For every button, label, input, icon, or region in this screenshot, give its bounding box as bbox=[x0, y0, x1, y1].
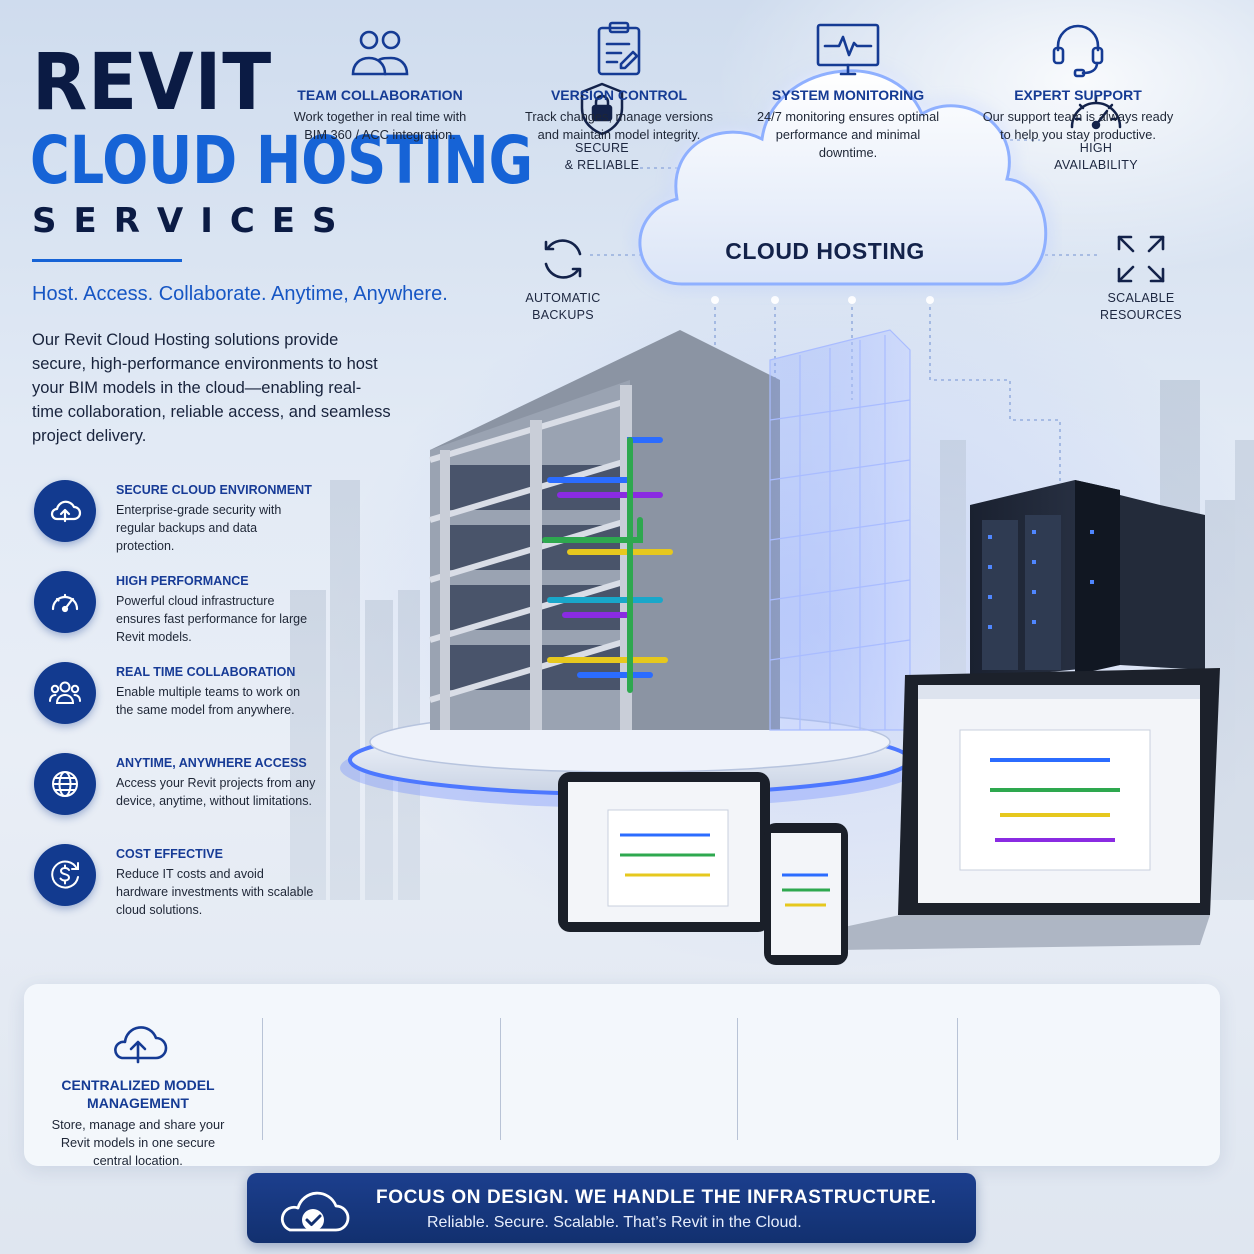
title-divider bbox=[32, 259, 182, 262]
cloud-check-icon bbox=[272, 1182, 354, 1243]
feature-title: ANYTIME, ANYWHERE ACCESS bbox=[116, 756, 307, 770]
bottom-feature-version: VERSION CONTROL Track changes, manage ve… bbox=[520, 0, 718, 182]
feature-desc: Access your Revit projects from any devi… bbox=[116, 776, 316, 808]
intro-paragraph: Our Revit Cloud Hosting solutions provid… bbox=[32, 331, 391, 445]
bottom-feature-centralized: CENTRALIZED MODEL MANAGEMENT Store, mana… bbox=[40, 990, 236, 1172]
divider bbox=[737, 1018, 738, 1140]
title-services: SERVICES bbox=[32, 201, 354, 241]
feature-list: SECURE CLOUD ENVIRONMENT Enterprise-grad… bbox=[34, 478, 354, 933]
banner-headline: FOCUS ON DESIGN. WE HANDLE THE INFRASTRU… bbox=[376, 1187, 937, 1208]
tablet-device bbox=[558, 772, 770, 932]
globe-icon bbox=[34, 753, 96, 815]
divider bbox=[957, 1018, 958, 1140]
bottom-feature-title: CENTRALIZED MODEL MANAGEMENT bbox=[61, 1077, 215, 1111]
callout-scalable-resources: SCALABLE RESOURCES bbox=[1071, 228, 1211, 324]
callout-label: SCALABLE RESOURCES bbox=[1100, 291, 1182, 322]
banner-subline: Reliable. Secure. Scalable. That’s Revit… bbox=[427, 1214, 802, 1231]
callout-high-availability: HIGH AVAILABILITY bbox=[1026, 78, 1166, 174]
clipboard-icon bbox=[520, 0, 718, 84]
divider bbox=[262, 1018, 263, 1140]
cloud-upload-icon bbox=[34, 480, 96, 542]
feature-desc: Powerful cloud infrastructure ensures fa… bbox=[116, 594, 308, 644]
bottom-banner bbox=[247, 1173, 976, 1243]
feature-item: HIGH PERFORMANCE Powerful cloud infrastr… bbox=[34, 569, 354, 660]
bottom-feature-support: EXPERT SUPPORT Our support team is alway… bbox=[978, 0, 1178, 182]
building-wireframe bbox=[769, 329, 911, 731]
bottom-feature-desc: Store, manage and share your Revit model… bbox=[51, 1117, 225, 1168]
feature-item: REAL TIME COLLABORATION Enable multiple … bbox=[34, 660, 354, 751]
feature-desc: Enterprise-grade security with regular b… bbox=[116, 503, 282, 553]
callout-label: AUTOMATIC BACKUPS bbox=[525, 291, 601, 322]
title-cloud-hosting: CLOUD HOSTING bbox=[30, 122, 534, 199]
cloud-graphic bbox=[622, 34, 1062, 314]
bottom-feature-desc: Track changes, manage versions and maint… bbox=[524, 109, 714, 142]
bottom-feature-desc: Work together in real time with BIM 360 … bbox=[293, 109, 467, 142]
cloud-hosting-label: CLOUD HOSTING bbox=[725, 238, 925, 264]
title-revit: REVIT bbox=[32, 38, 273, 128]
building-devices-illustration bbox=[340, 329, 1220, 965]
feature-title: COST EFFECTIVE bbox=[116, 847, 223, 861]
callout-label: SECURE & RELIABLE bbox=[564, 141, 640, 172]
callout-label: HIGH AVAILABILITY bbox=[1054, 141, 1138, 172]
feature-item: SECURE CLOUD ENVIRONMENT Enterprise-grad… bbox=[34, 478, 354, 569]
feature-title: SECURE CLOUD ENVIRONMENT bbox=[116, 483, 312, 497]
shield-lock-icon bbox=[532, 78, 672, 140]
feature-item: COST EFFECTIVE Reduce IT costs and avoid… bbox=[34, 842, 354, 933]
team-icon bbox=[282, 0, 478, 84]
bottom-feature-title: EXPERT SUPPORT bbox=[1014, 87, 1142, 103]
feature-desc: Reduce IT costs and avoid hardware inves… bbox=[116, 867, 314, 917]
gauge-icon bbox=[1026, 78, 1166, 140]
headset-icon bbox=[978, 0, 1178, 84]
phone-device bbox=[764, 823, 848, 965]
bottom-feature-title: SYSTEM MONITORING bbox=[771, 87, 925, 103]
dollar-icon bbox=[34, 844, 96, 906]
monitor-pulse-icon bbox=[756, 0, 940, 84]
building-concrete bbox=[429, 330, 780, 730]
bottom-feature-team: TEAM COLLABORATION Work together in real… bbox=[282, 0, 478, 182]
cloud-upload-icon bbox=[40, 990, 236, 1074]
expand-icon bbox=[1071, 228, 1211, 290]
feature-title: REAL TIME COLLABORATION bbox=[116, 665, 296, 679]
bottom-feature-desc: 24/7 monitoring ensures optimal performa… bbox=[756, 109, 940, 160]
bottom-feature-desc: Our support team is always ready to help… bbox=[982, 109, 1174, 142]
bottom-feature-title: TEAM COLLABORATION bbox=[297, 87, 463, 103]
speedometer-icon bbox=[34, 571, 96, 633]
bottom-feature-title: VERSION CONTROL bbox=[550, 87, 688, 103]
bottom-feature-monitoring: SYSTEM MONITORING 24/7 monitoring ensure… bbox=[756, 0, 940, 182]
tagline: Host. Access. Collaborate. Anytime, Anyw… bbox=[32, 283, 448, 305]
feature-title: HIGH PERFORMANCE bbox=[116, 574, 249, 588]
feature-desc: Enable multiple teams to work on the sam… bbox=[116, 685, 301, 717]
team-icon bbox=[34, 662, 96, 724]
laptop-device bbox=[830, 668, 1220, 950]
server-racks bbox=[970, 480, 1205, 680]
sync-icon bbox=[493, 228, 633, 290]
bottom-features-panel bbox=[24, 984, 1220, 1166]
callout-secure-reliable: SECURE & RELIABLE bbox=[532, 78, 672, 174]
feature-item: ANYTIME, ANYWHERE ACCESS Access your Rev… bbox=[34, 751, 354, 842]
divider bbox=[500, 1018, 501, 1140]
callout-automatic-backups: AUTOMATIC BACKUPS bbox=[493, 228, 633, 324]
